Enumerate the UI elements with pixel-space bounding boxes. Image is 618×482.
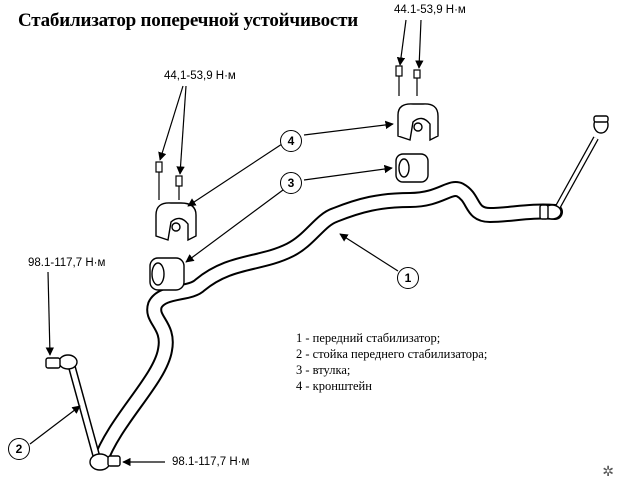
stabilizer-bar [92, 181, 563, 470]
legend-item: 3 - втулка; [296, 363, 351, 377]
right-bracket [397, 103, 439, 142]
legend-item: 2 - стойка переднего стабилизатора; [296, 347, 488, 361]
right-bushing [395, 153, 429, 183]
torque-label-link-bottom: 98.1-117,7 Н·м [172, 456, 250, 468]
callout-2: 2 [8, 438, 30, 460]
logo-icon: ✲ [602, 464, 614, 480]
torque-label-link-top: 98.1-117,7 Н·м [28, 257, 106, 269]
diagram-title: Стабилизатор поперечной устойчивости [18, 10, 359, 31]
callout-4: 4 [280, 130, 302, 152]
torque-label-top-right: 44.1-53,9 Н·м [394, 4, 466, 16]
legend-item: 4 - кронштейн [296, 379, 372, 393]
torque-label-top-left: 44,1-53,9 Н·м [164, 70, 236, 82]
left-stabilizer-link [45, 354, 121, 471]
left-bracket [155, 202, 197, 242]
callout-3: 3 [280, 172, 302, 194]
legend-item: 1 - передний стабилизатор; [296, 331, 441, 345]
left-bushing [149, 257, 185, 291]
callout-leaders [29, 19, 424, 467]
bolt-icon [155, 65, 421, 200]
right-stabilizer-link [539, 115, 609, 220]
callout-1: 1 [397, 267, 419, 289]
legend: 1 - передний стабилизатор; 2 - стойка пе… [296, 330, 487, 394]
